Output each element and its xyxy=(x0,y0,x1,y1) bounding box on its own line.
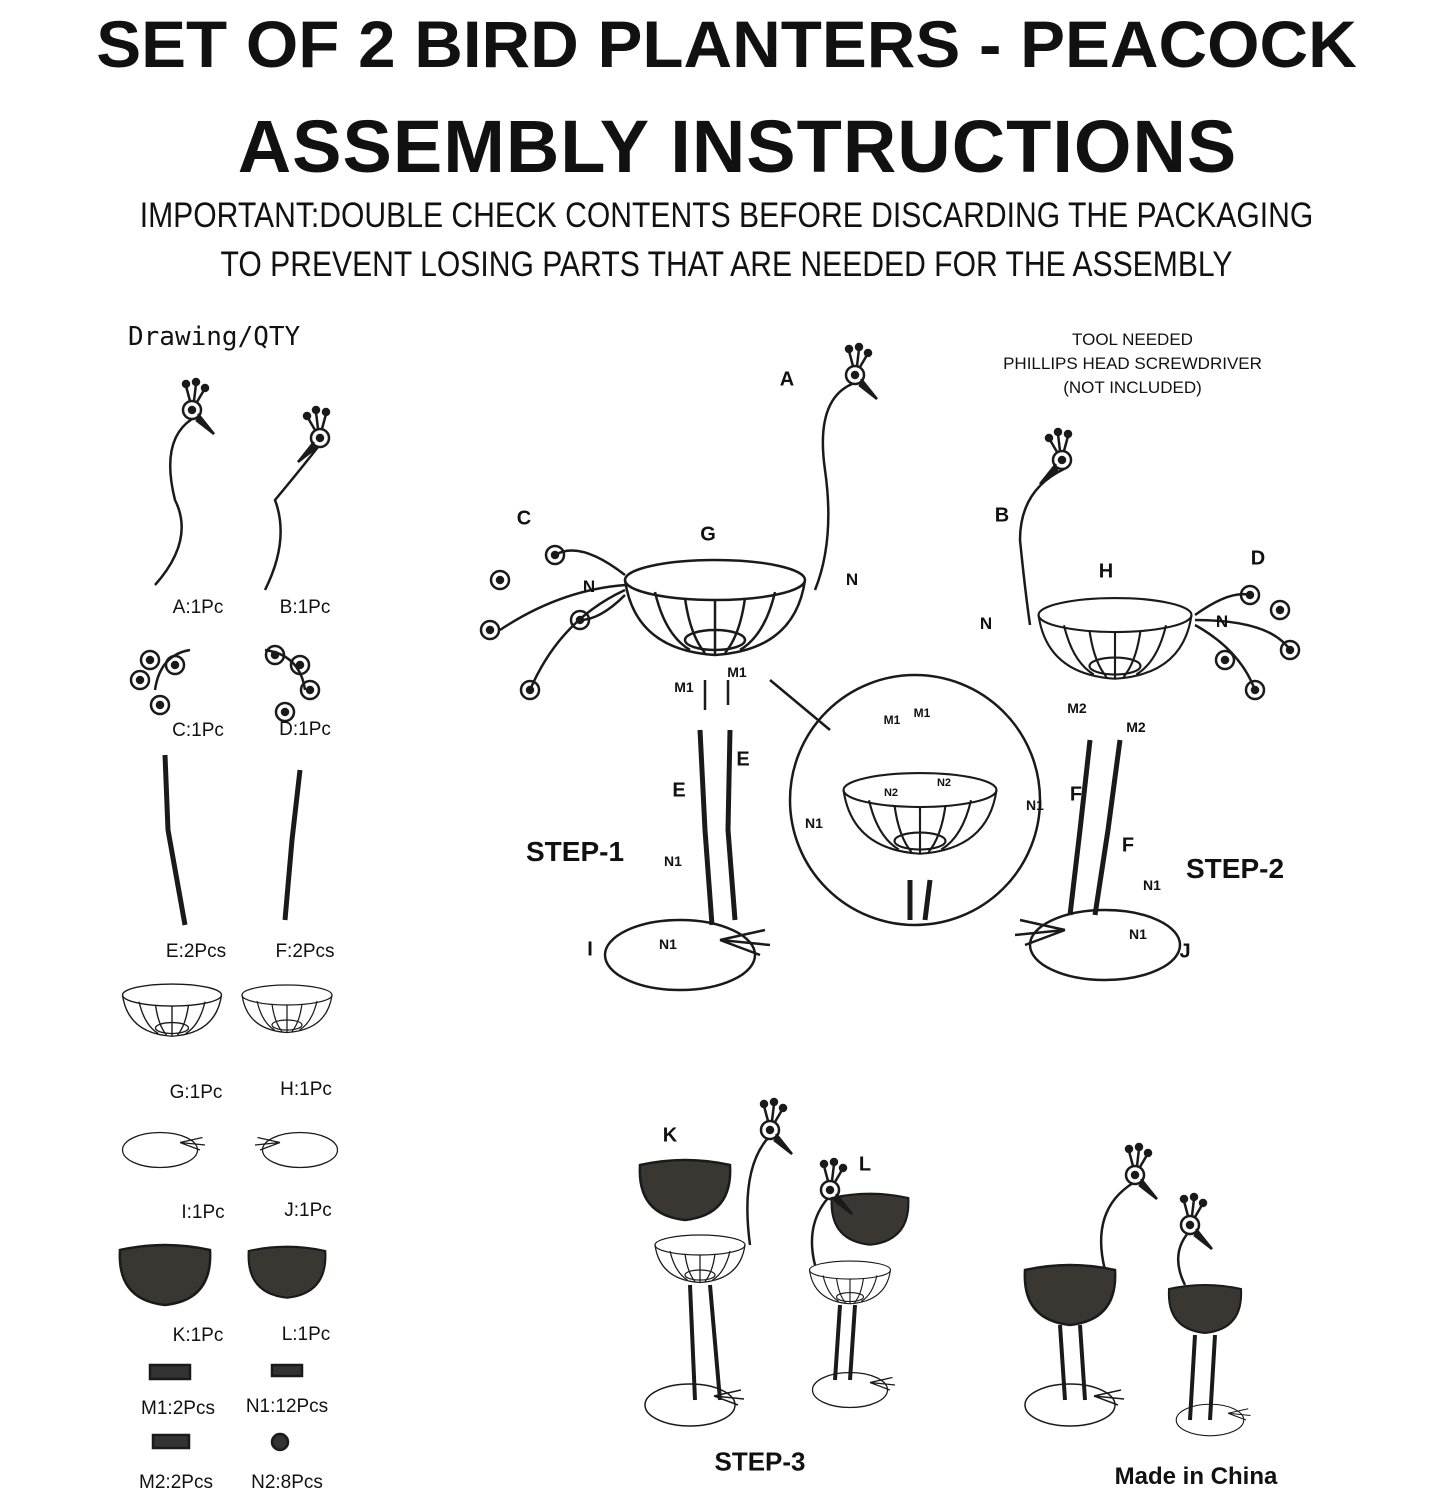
part-n1-drawing xyxy=(270,1363,304,1378)
part-label: G:1Pc xyxy=(169,1082,223,1103)
part-label: A:1Pc xyxy=(172,597,224,618)
step2-label: M2 xyxy=(1126,719,1146,735)
part-e-drawing xyxy=(162,754,188,926)
step1-label: N xyxy=(845,570,859,589)
part-label: D:1Pc xyxy=(279,719,331,740)
step2-label: F xyxy=(1121,834,1135,857)
step1-label: G xyxy=(700,523,716,546)
step1-label: M1 xyxy=(674,679,694,695)
step3-drawing xyxy=(638,1097,1252,1437)
step2-drawing xyxy=(1013,427,1301,982)
step2-label: F xyxy=(1069,783,1083,806)
tool-line-2: PHILLIPS HEAD SCREWDRIVER xyxy=(1003,354,1262,373)
inset-label: N1 xyxy=(1026,797,1044,813)
step1-label: N1 xyxy=(664,853,682,869)
part-a-drawing xyxy=(154,377,216,586)
inset-label: N2 xyxy=(936,777,952,789)
step2-label: N xyxy=(979,614,993,633)
part-d-drawing xyxy=(264,644,321,723)
part-c-drawing xyxy=(129,648,191,716)
part-i-drawing xyxy=(121,1131,206,1169)
inset-label: N2 xyxy=(883,787,899,799)
step3-title: STEP-3 xyxy=(714,1446,806,1477)
tool-line-3: (NOT INCLUDED) xyxy=(1063,378,1202,397)
part-m1-drawing xyxy=(148,1363,192,1381)
part-label: M1:2Pcs xyxy=(141,1398,215,1419)
step2-label: N xyxy=(1215,612,1229,631)
step1-label: N xyxy=(582,577,596,596)
part-label: H:1Pc xyxy=(280,1079,332,1100)
part-h-drawing xyxy=(241,984,333,1034)
part-g-drawing xyxy=(121,983,223,1037)
part-label: F:2Pcs xyxy=(275,941,335,962)
part-j-drawing xyxy=(254,1131,339,1169)
step2-label: H xyxy=(1098,560,1114,583)
step1-label: A xyxy=(779,368,795,391)
step1-label: N1 xyxy=(659,936,677,952)
made-in-label: Made in China xyxy=(1114,1463,1278,1490)
part-label: C:1Pc xyxy=(172,720,224,741)
step1-label: C xyxy=(516,507,532,530)
page-title: SET OF 2 BIRD PLANTERS - PEACOCK xyxy=(96,7,1357,81)
step2-label: J xyxy=(1179,940,1191,963)
step1-title: STEP-1 xyxy=(525,836,625,867)
part-label: E:2Pcs xyxy=(165,941,227,962)
step2-label: B xyxy=(994,504,1010,527)
part-label: I:1Pc xyxy=(181,1202,225,1223)
inset-label: M1 xyxy=(883,713,901,727)
part-label: M2:2Pcs xyxy=(139,1472,213,1493)
part-label: L:1Pc xyxy=(281,1324,331,1345)
step1-label: I xyxy=(587,938,593,961)
part-label: B:1Pc xyxy=(279,597,331,618)
step2-title: STEP-2 xyxy=(1185,853,1285,884)
part-f-drawing xyxy=(282,769,303,921)
part-l-drawing xyxy=(247,1245,327,1299)
step2-label: N1 xyxy=(1129,926,1147,942)
part-label: J:1Pc xyxy=(284,1200,332,1221)
step1-label: M1 xyxy=(727,664,747,680)
part-label: N2:8Pcs xyxy=(251,1472,323,1493)
part-m2-drawing xyxy=(151,1433,191,1450)
inset-label: M1 xyxy=(913,706,931,720)
part-label: K:1Pc xyxy=(172,1325,224,1346)
inset-detail-drawing xyxy=(769,673,1042,927)
step2-label: M2 xyxy=(1067,700,1087,716)
page-subtitle: ASSEMBLY INSTRUCTIONS xyxy=(237,105,1238,188)
step1-label: E xyxy=(672,779,686,802)
part-label: N1:12Pcs xyxy=(245,1396,329,1417)
step1-label: E xyxy=(736,748,750,771)
step2-label: N1 xyxy=(1143,877,1161,893)
inset-label: N1 xyxy=(805,815,823,831)
parts-heading: Drawing/QTY xyxy=(128,322,301,352)
part-n2-drawing xyxy=(270,1432,290,1452)
notice-line-2: TO PREVENT LOSING PARTS THAT ARE NEEDED … xyxy=(220,245,1233,284)
tool-line-1: TOOL NEEDED xyxy=(1072,330,1193,349)
part-b-drawing xyxy=(263,405,331,591)
tool-needed-note: TOOL NEEDED PHILLIPS HEAD SCREWDRIVER (N… xyxy=(960,328,1305,400)
step3-label: L xyxy=(858,1153,872,1176)
step2-label: D xyxy=(1250,547,1266,570)
step3-label: K xyxy=(662,1124,678,1147)
step1-drawing xyxy=(479,342,879,992)
part-k-drawing xyxy=(118,1243,212,1307)
notice-line-1: IMPORTANT:DOUBLE CHECK CONTENTS BEFORE D… xyxy=(139,196,1314,235)
